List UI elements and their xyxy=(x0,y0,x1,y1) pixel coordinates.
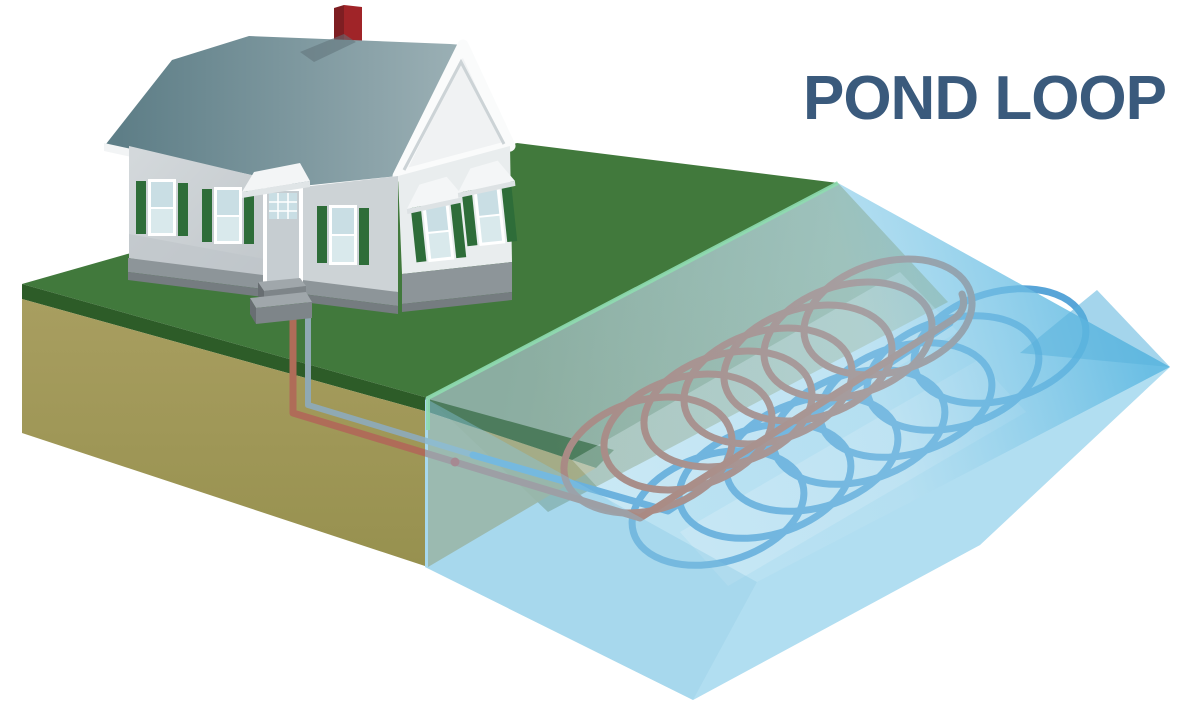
window-pane-upper xyxy=(332,208,354,234)
main-roof xyxy=(106,36,463,186)
window-pane-lower xyxy=(151,209,173,233)
page-title: POND LOOP xyxy=(802,64,1167,133)
step-top xyxy=(258,278,306,291)
step-top xyxy=(250,292,312,308)
window-pane-upper xyxy=(217,190,239,215)
chimney-front xyxy=(344,5,362,47)
grass-edge-strip xyxy=(22,284,428,412)
chimney-roof-shadow xyxy=(300,34,356,62)
shutter-icon xyxy=(244,191,254,244)
window-awning xyxy=(406,176,464,210)
front-wall-shade xyxy=(129,234,302,287)
front-window-3 xyxy=(317,205,369,265)
window-pane-lower xyxy=(428,231,452,259)
window-pane-upper xyxy=(151,182,173,207)
house xyxy=(104,5,518,324)
return-pipe-buried xyxy=(305,313,476,458)
front-window-2 xyxy=(202,187,254,244)
water-front-left-face xyxy=(425,398,757,700)
window-awning xyxy=(457,160,515,193)
window-pane-lower xyxy=(217,217,239,241)
window-awning-lip xyxy=(457,180,516,198)
side-window-left xyxy=(406,176,467,263)
water-front-right-face xyxy=(693,367,1170,700)
window-awning-lip xyxy=(406,197,465,215)
step-front xyxy=(256,302,312,324)
shutter-icon xyxy=(410,205,427,263)
window-pane-lower xyxy=(479,215,503,243)
window-pane-upper xyxy=(476,188,500,216)
door-window xyxy=(269,193,297,219)
side-window-right xyxy=(457,160,518,247)
shutter-icon xyxy=(202,189,212,242)
window-pane-lower xyxy=(332,236,354,262)
door-window-muntins xyxy=(269,193,297,219)
gable-trim-line xyxy=(402,58,506,171)
shutter-icon xyxy=(461,189,478,247)
window-pane-upper xyxy=(425,204,449,232)
shutter-icon xyxy=(359,208,369,265)
water-surface xyxy=(425,183,1170,582)
side-foundation-lip xyxy=(402,292,512,312)
shutter-icon xyxy=(317,206,327,263)
front-door xyxy=(242,163,310,285)
pond-water xyxy=(425,181,1170,700)
shutter-icon xyxy=(450,201,467,259)
step-side xyxy=(250,298,256,324)
shutter-icon xyxy=(501,185,518,243)
door-awning xyxy=(242,163,310,192)
shutter-icon xyxy=(178,183,188,236)
water-corner-shade xyxy=(1020,290,1170,367)
shoreline-highlight xyxy=(426,181,839,430)
soil-cross-section xyxy=(22,299,428,567)
front-window-1 xyxy=(136,179,188,236)
door-steps xyxy=(250,278,312,324)
shutter-icon xyxy=(136,181,146,234)
door-awning-lip xyxy=(242,181,310,198)
side-foundation xyxy=(402,262,512,304)
